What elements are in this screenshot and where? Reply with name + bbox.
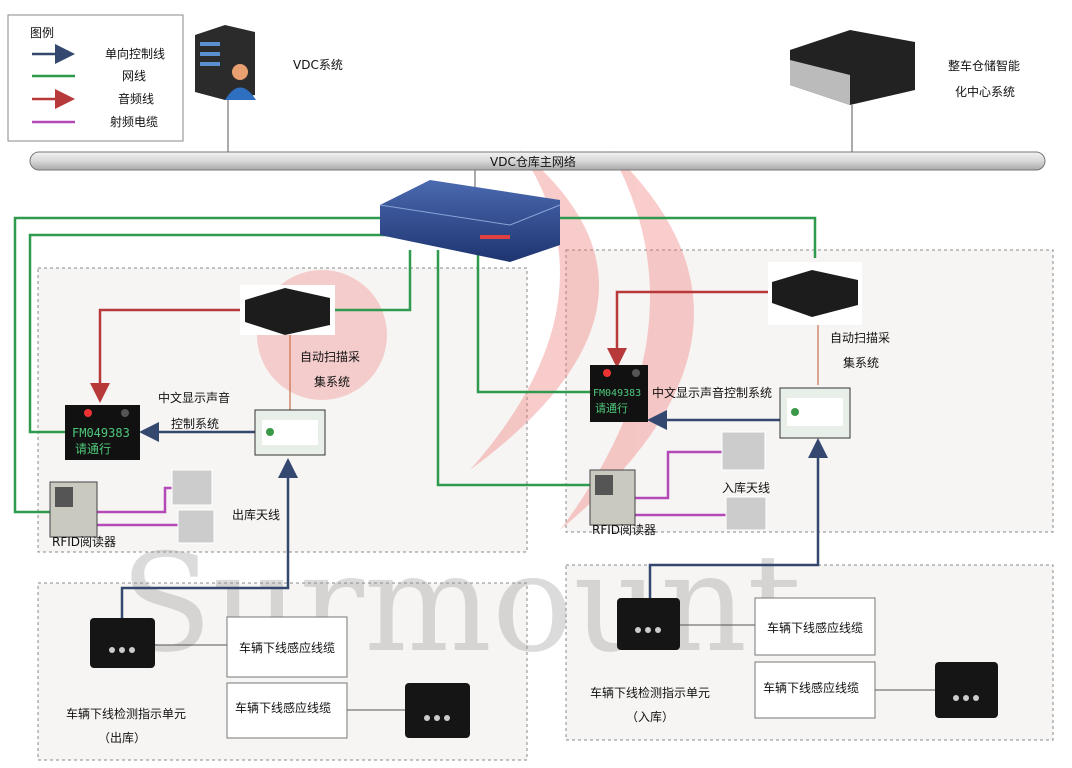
vdc-server-icon bbox=[195, 25, 256, 100]
outbound-unit-label-1: 车辆下线检测指示单元 bbox=[66, 706, 186, 721]
outbound-cable-label-2: 车辆下线感应线缆 bbox=[235, 700, 331, 715]
network-switch-icon bbox=[379, 180, 561, 262]
legend-title: 图例 bbox=[30, 26, 54, 40]
right-controller-icon bbox=[779, 387, 851, 439]
left-antenna-1-icon bbox=[171, 469, 213, 506]
legend-audio-line: 音频线 bbox=[118, 91, 154, 106]
left-antenna-label: 出库天线 bbox=[232, 507, 280, 522]
right-scanner-label-1: 自动扫描采 bbox=[830, 331, 890, 345]
outbound-detection-unit-2-icon bbox=[405, 683, 470, 738]
left-display-panel: FM049383 请通行 bbox=[65, 405, 140, 460]
right-antenna-1-icon bbox=[721, 431, 766, 471]
right-display-label: 中文显示声音控制系统 bbox=[652, 385, 772, 400]
left-display-label-1: 中文显示声音 bbox=[158, 390, 230, 405]
right-scanner-label-2: 集系统 bbox=[843, 355, 879, 370]
svg-text:Surmount: Surmount bbox=[120, 525, 801, 682]
legend: 图例 单向控制线 网线 音频线 射频电缆 bbox=[7, 14, 184, 142]
right-display-panel: FM049383 请通行 bbox=[590, 365, 648, 422]
svg-text:请通行: 请通行 bbox=[595, 402, 628, 415]
left-display-label-2: 控制系统 bbox=[171, 417, 219, 431]
right-antenna-2-icon bbox=[725, 496, 767, 531]
inbound-cable-box-2 bbox=[754, 661, 876, 719]
center-system-label-1: 整车仓储智能 bbox=[948, 58, 1020, 73]
legend-rf-cable: 射频电缆 bbox=[110, 114, 158, 129]
svg-text:请通行: 请通行 bbox=[75, 442, 111, 456]
left-controller-icon bbox=[254, 409, 326, 456]
svg-text:FM049383: FM049383 bbox=[593, 388, 641, 399]
legend-control-line: 单向控制线 bbox=[105, 46, 165, 61]
inbound-cable-label-2: 车辆下线感应线缆 bbox=[763, 680, 859, 695]
inbound-unit-label-2: （入库） bbox=[626, 709, 674, 724]
inbound-unit-label-1: 车辆下线检测指示单元 bbox=[590, 685, 710, 700]
vdc-system-label: VDC系统 bbox=[293, 58, 343, 72]
inbound-detection-unit-2-icon bbox=[935, 662, 998, 718]
inbound-cable-label-1: 车辆下线感应线缆 bbox=[767, 620, 863, 635]
right-rfid-reader-icon bbox=[589, 469, 636, 526]
right-antenna-label: 入库天线 bbox=[722, 480, 770, 495]
outbound-cable-box-1 bbox=[226, 616, 348, 678]
left-antenna-2-icon bbox=[177, 509, 215, 544]
outbound-cable-label-1: 车辆下线感应线缆 bbox=[239, 640, 335, 655]
left-scanner-label-1: 自动扫描采 bbox=[300, 350, 360, 364]
legend-network-line: 网线 bbox=[122, 69, 146, 83]
outbound-detection-unit-icon bbox=[90, 618, 155, 668]
left-scanner-label-2: 集系统 bbox=[314, 374, 350, 389]
inbound-detection-unit-icon bbox=[617, 598, 680, 650]
outbound-unit-label-2: （出库） bbox=[98, 730, 146, 745]
left-rfid-label: RFID阅读器 bbox=[52, 535, 116, 549]
left-rfid-reader-icon bbox=[49, 481, 98, 538]
left-scanner-icon bbox=[240, 285, 335, 335]
main-network-label: VDC仓库主网络 bbox=[490, 154, 576, 169]
center-system-device-icon bbox=[790, 30, 915, 105]
outbound-cable-box-2 bbox=[226, 682, 348, 739]
inbound-cable-box-1 bbox=[754, 597, 876, 656]
main-network-pipe: VDC仓库主网络 bbox=[29, 151, 1046, 171]
right-scanner-icon bbox=[768, 262, 862, 325]
right-rfid-label: RFID阅读器 bbox=[592, 523, 656, 537]
svg-text:FM049383: FM049383 bbox=[72, 426, 130, 440]
center-system-label-2: 化中心系统 bbox=[955, 84, 1015, 99]
